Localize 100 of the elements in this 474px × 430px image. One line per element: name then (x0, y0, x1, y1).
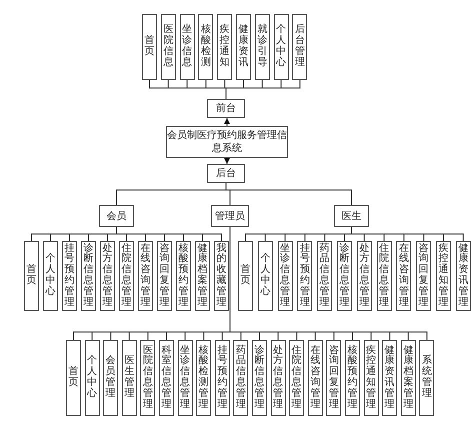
node-label: 会员管理 (106, 356, 116, 400)
node-label: 住院信息管理 (379, 244, 390, 308)
node-label: 前台 (216, 102, 236, 115)
module-box (103, 340, 118, 416)
node-label: 诊断信息管理 (254, 346, 264, 410)
module-box (142, 14, 157, 80)
node-label: 药品信息管理 (236, 346, 246, 410)
module-box (400, 340, 416, 416)
node-label: 咨询回复管理 (418, 244, 429, 308)
node-box (207, 99, 245, 118)
node-label: 在线咨询管理 (398, 244, 409, 308)
module-box (178, 340, 193, 416)
module-box (289, 340, 304, 416)
module-box (233, 340, 248, 416)
module-box (196, 340, 212, 416)
module-box (160, 14, 176, 80)
node-box (211, 205, 249, 227)
module-box (122, 340, 137, 416)
module-box (254, 14, 270, 80)
module-box (345, 340, 360, 416)
node-label: 在线咨询管理 (310, 346, 320, 410)
node-label: 科室信息管理 (162, 346, 172, 410)
connector-line (226, 80, 300, 100)
node-label: 坐诊信息 (182, 25, 192, 69)
node-label: 处方信息管理 (102, 244, 112, 308)
node-label: 咨询回复管理 (328, 346, 339, 410)
node-box (99, 205, 134, 227)
node-box (334, 205, 369, 227)
node-label: 管理员 (215, 210, 245, 222)
node-label: 后台管理 (294, 25, 305, 69)
node-label: 住院信息管理 (292, 346, 302, 410)
node-label: 医院信息管理 (142, 346, 153, 410)
node-label: 首页 (68, 367, 78, 389)
module-box (270, 340, 286, 416)
module-box (43, 241, 58, 311)
node-label: 核酸预约管理 (348, 346, 358, 410)
node-label: 核酸检测管理 (198, 346, 209, 410)
module-box (274, 14, 289, 80)
module-box (180, 14, 195, 80)
node-label: 个人中心 (276, 25, 286, 69)
arrow (224, 158, 230, 164)
module-box (364, 340, 379, 416)
arrow (224, 118, 230, 126)
node-label: 医院信息 (163, 25, 174, 69)
node-label: 首页 (26, 265, 36, 287)
module-box (140, 340, 156, 416)
module-box (326, 340, 342, 416)
node-label: 我的收藏管理 (216, 244, 226, 308)
node-label: 坐诊信息管理 (280, 244, 290, 308)
node-label: 首页 (240, 265, 250, 287)
module-box (217, 14, 232, 80)
node-label: 个人中心 (260, 254, 270, 298)
module-box (24, 241, 39, 311)
module-box (159, 340, 174, 416)
node-label: 咨询回复管理 (160, 244, 170, 308)
node-label: 系统管理 (422, 356, 432, 400)
module-box (382, 340, 398, 416)
module-box (308, 340, 323, 416)
node-label: 处方信息管理 (273, 346, 284, 410)
node-label: 挂号预约管理 (217, 346, 228, 410)
node-label: 坐诊信息管理 (180, 346, 190, 410)
node-label: 疾控通知管理 (438, 244, 448, 308)
node-label: 医生 (342, 210, 362, 222)
connector-line (226, 182, 352, 206)
node-label: 后台 (216, 167, 236, 180)
node-label: 健康档案管理 (198, 244, 208, 308)
module-box (419, 340, 434, 416)
node-label: 健康资讯 (238, 25, 248, 69)
node-label: 处方信息管理 (359, 244, 370, 308)
node-label: 健康档案管理 (403, 346, 414, 410)
module-box (66, 340, 81, 416)
node-label: 核酸检测 (200, 25, 211, 69)
node-label: 会员制医疗预约服务管理信息系统 (167, 129, 287, 155)
node-label: 诊断信息管理 (84, 244, 94, 308)
node-label: 诊断信息管理 (340, 244, 350, 308)
module-box (258, 241, 273, 311)
node-label: 药品信息管理 (320, 244, 330, 308)
module-box (252, 340, 267, 416)
node-label: 健康资讯管理 (458, 244, 468, 308)
node-label: 疾控通知 (220, 25, 230, 69)
module-box (84, 340, 100, 416)
node-label: 个人中心 (46, 254, 56, 298)
node-label: 医生管理 (124, 356, 134, 400)
module-box (236, 14, 251, 80)
module-box (238, 241, 253, 311)
module-box (214, 340, 230, 416)
module-box (198, 14, 214, 80)
node-box (207, 164, 245, 183)
module-box (292, 14, 308, 80)
node-label: 挂号预约管理 (300, 244, 310, 308)
node-label: 就诊引导 (257, 25, 268, 69)
node-label: 住院信息管理 (122, 244, 132, 308)
node-label: 在线咨询管理 (140, 244, 150, 308)
node-label: 挂号预约管理 (64, 244, 74, 308)
node-label: 核酸预约管理 (178, 244, 188, 308)
node-label: 个人中心 (87, 356, 98, 400)
node-label: 健康资讯管理 (384, 346, 395, 410)
node-label: 疾控通知管理 (366, 346, 376, 410)
node-label: 首页 (144, 36, 154, 58)
node-label: 会员 (106, 210, 126, 222)
